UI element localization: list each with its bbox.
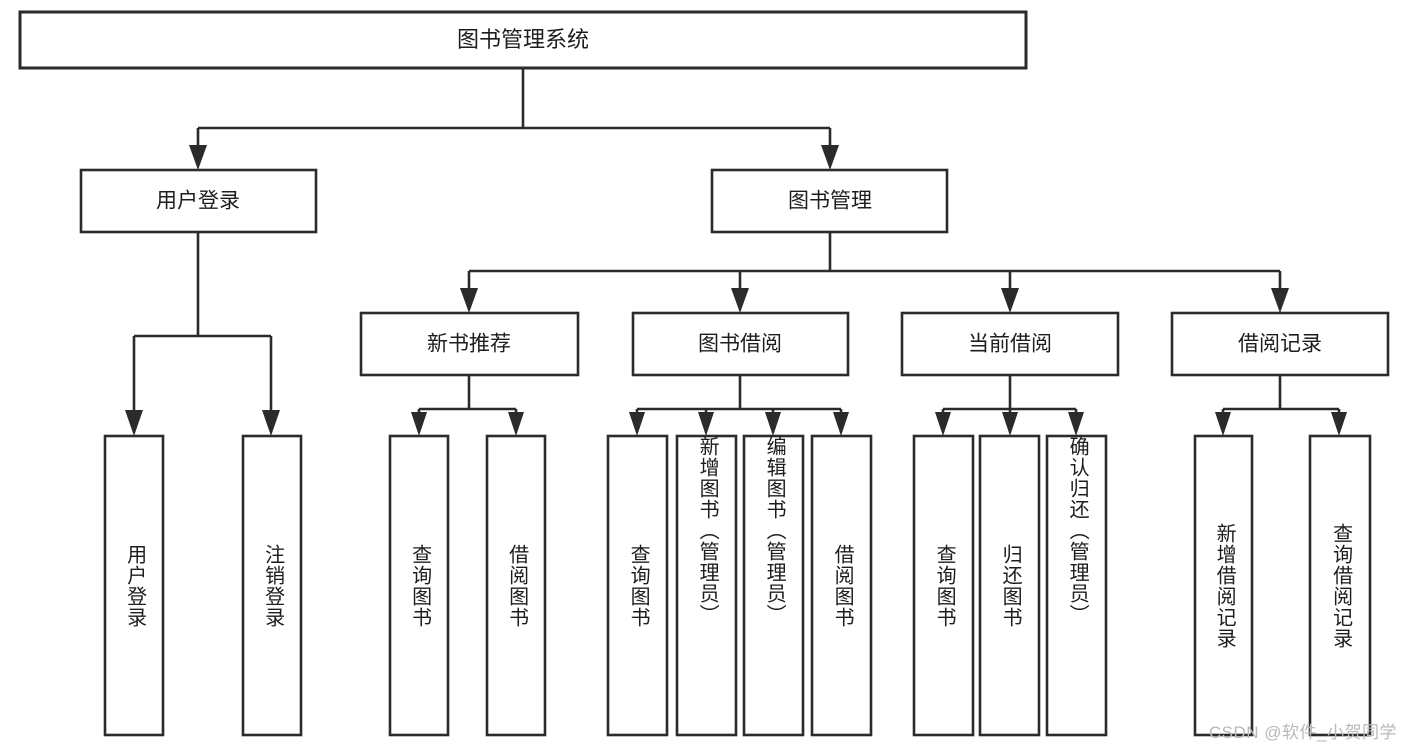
arrow-head-icon: [508, 412, 524, 436]
arrow-head-icon: [1331, 412, 1347, 436]
leaf-box-new-book-recommend-1[interactable]: [485, 434, 547, 737]
leaf-box-book-borrow-0[interactable]: [606, 434, 669, 737]
node-book-management[interactable]: 图书管理: [710, 168, 949, 234]
leaf-box-book-borrow-1[interactable]: [675, 434, 738, 737]
node-new-book-recommend-label: 新书推荐: [427, 333, 511, 356]
leaf-box-borrow-record-1[interactable]: [1308, 434, 1372, 737]
arrow-head-icon: [1002, 412, 1018, 436]
arrow-head-icon: [125, 410, 143, 436]
arrow-head-icon: [189, 145, 207, 170]
arrow-head-icon: [1068, 412, 1084, 436]
node-book-borrow[interactable]: 图书借阅: [631, 311, 850, 377]
leaf-box-book-borrow-3[interactable]: [810, 434, 873, 737]
node-borrow-record[interactable]: 借阅记录: [1170, 311, 1390, 377]
connector-root-to-level2: [189, 68, 839, 170]
connector-book-management-to-level3: [460, 232, 1289, 313]
leaf-box-book-borrow-2[interactable]: [742, 434, 805, 737]
arrow-head-icon: [460, 288, 478, 313]
arrow-head-icon: [821, 145, 839, 170]
leaf-box-new-book-recommend-0[interactable]: [388, 434, 450, 737]
leaf-box-current-borrow-1[interactable]: [978, 434, 1041, 737]
arrow-head-icon: [935, 412, 951, 436]
arrow-head-icon: [1271, 288, 1289, 313]
node-current-borrow-box[interactable]: [900, 311, 1120, 377]
node-new-book-recommend[interactable]: 新书推荐: [359, 311, 580, 377]
connector-book-borrow-to-leaves: [629, 375, 849, 436]
node-current-borrow[interactable]: 当前借阅: [900, 311, 1120, 377]
node-borrow-record-label: 借阅记录: [1238, 333, 1322, 356]
arrow-head-icon: [629, 412, 645, 436]
leaf-box-current-borrow-2[interactable]: [1045, 434, 1108, 737]
arrow-head-icon: [698, 412, 714, 436]
arrow-head-icon: [833, 412, 849, 436]
node-root-label: 图书管理系统: [457, 27, 589, 52]
arrow-head-icon: [262, 410, 280, 436]
leaf-box-current-borrow-0[interactable]: [912, 434, 975, 737]
watermark-csdn: CSDN @软件_小贺同学: [1208, 723, 1397, 742]
arrow-head-icon: [731, 288, 749, 313]
node-root[interactable]: 图书管理系统: [18, 10, 1028, 70]
leaf-box-borrow-record-0[interactable]: [1193, 434, 1254, 737]
node-user-login-box[interactable]: [79, 168, 318, 234]
connector-borrow-record-to-leaves: [1215, 375, 1347, 436]
arrow-head-icon: [765, 412, 781, 436]
node-root-box[interactable]: [18, 10, 1028, 70]
leaf-box-user-login-0[interactable]: [103, 434, 165, 737]
node-user-login-label: 用户登录: [156, 190, 240, 213]
connector-current-borrow-to-leaves: [935, 375, 1084, 436]
connector-new-book-recommend-to-leaves: [411, 375, 524, 436]
arrow-head-icon: [411, 412, 427, 436]
node-user-login[interactable]: 用户登录: [79, 168, 318, 234]
leaf-box-user-login-1[interactable]: [241, 434, 303, 737]
node-current-borrow-label: 当前借阅: [968, 333, 1052, 356]
arrow-head-icon: [1001, 288, 1019, 313]
node-book-management-label: 图书管理: [788, 190, 872, 213]
arrow-head-icon: [1215, 412, 1231, 436]
connector-user-login-to-leaves: [125, 232, 280, 436]
node-new-book-recommend-box[interactable]: [359, 311, 580, 377]
node-book-borrow-label: 图书借阅: [698, 333, 782, 356]
